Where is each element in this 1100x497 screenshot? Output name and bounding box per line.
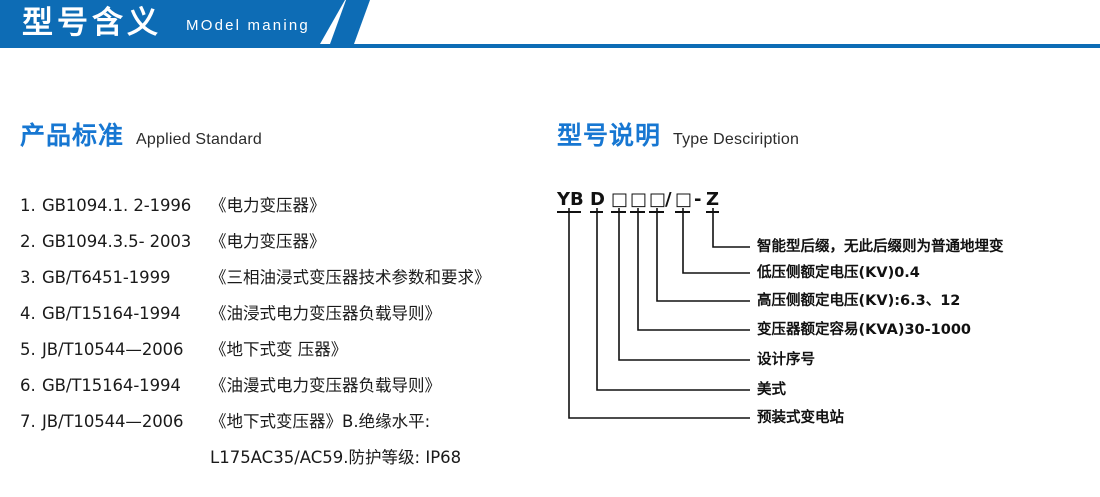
leader-line [637, 212, 750, 331]
banner-background-shape [0, 0, 345, 44]
standard-title: 《电力变压器》 [210, 196, 326, 215]
model-code-glyph: □ [630, 189, 648, 210]
leader-line [596, 212, 750, 391]
model-code-glyph: □ [649, 189, 667, 210]
standard-title: 《油浸式电力变压器负载导则》 [210, 304, 441, 323]
standard-index: 2. [20, 232, 36, 251]
standard-index: 7. [20, 412, 36, 431]
standard-row: 2. GB1094.3.5- 2003 《电力变压器》 [20, 228, 540, 264]
standard-code: GB/T15164-1994 [42, 304, 181, 323]
standard-title: 《油漫式电力变压器负载导则》 [210, 376, 441, 395]
model-code-glyph: YB [557, 189, 584, 210]
banner-subtitle: MOdel maning [186, 17, 310, 34]
model-code-dash: - [694, 189, 702, 210]
standard-index: 3. [20, 268, 36, 287]
section-heading-en: Applied Standard [136, 131, 262, 148]
standard-row: 1. GB1094.1. 2-1996 《电力变压器》 [20, 192, 540, 228]
model-code-glyph: D [590, 189, 605, 210]
leader-line [682, 212, 750, 274]
leader-line [656, 212, 750, 302]
model-code-glyph: □ [675, 189, 693, 210]
leader-line [712, 212, 750, 248]
model-code-description: 智能型后缀，无此后缀则为普通地埋变 [757, 239, 1004, 255]
leader-line [618, 212, 750, 361]
model-code-description: 低压侧额定电压(KV)0.4 [757, 265, 920, 281]
model-code-segment: YB [557, 189, 584, 213]
model-code-glyph: Z [706, 189, 720, 210]
model-code-description: 高压侧额定电压(KV):6.3、12 [757, 293, 961, 309]
banner-title: 型号含义 [22, 5, 162, 41]
standard-index: 1. [20, 196, 36, 215]
standard-continuation-line: L175AC35/AC59.防护等级: IP68 [210, 448, 462, 467]
leader-line [568, 212, 750, 419]
standard-row: 7. JB/T10544—2006 《地下式变压器》B.绝缘水平: [20, 408, 540, 444]
section-heading-type-description: 型号说明 Type Desciription [557, 116, 799, 152]
model-code-description: 美式 [757, 382, 786, 398]
section-heading-cn: 型号说明 [557, 121, 662, 150]
standards-list: 1. GB1094.1. 2-1996 《电力变压器》 2. GB1094.3.5- 2… [20, 192, 540, 480]
standard-title: 《地下式变 压器》 [210, 340, 348, 359]
page-banner: 型号含义 MOdel maning [0, 0, 1100, 48]
standard-row: 4. GB/T15164-1994 《油浸式电力变压器负载导则》 [20, 300, 540, 336]
model-code-underline [611, 211, 626, 213]
standard-row: 3. GB/T6451-1999 《三相油浸式变压器技术参数和要求》 [20, 264, 540, 300]
standard-index: 6. [20, 376, 36, 395]
standard-title: 《地下式变压器》B.绝缘水平: [210, 412, 431, 431]
model-code-underline [706, 211, 719, 213]
model-code-underline [590, 211, 603, 213]
standard-code: GB1094.1. 2-1996 [42, 196, 192, 215]
standard-title: 《电力变压器》 [210, 232, 326, 251]
model-code-description: 变压器额定容易(KVA)30-1000 [757, 322, 972, 338]
section-heading-cn: 产品标准 [20, 121, 125, 150]
model-code-segment: □ [630, 189, 648, 213]
model-code-underline [649, 211, 664, 213]
model-code-glyph: □ [611, 189, 629, 210]
section-heading-en: Type Desciription [673, 131, 800, 148]
banner-rule [0, 44, 1100, 48]
model-code-slash: / [665, 189, 672, 210]
standard-code: GB/T6451-1999 [42, 268, 171, 287]
standard-code: JB/T10544—2006 [42, 340, 184, 359]
standard-title: 《三相油浸式变压器技术参数和要求》 [210, 268, 491, 287]
standard-row: 6. GB/T15164-1994 《油漫式电力变压器负载导则》 [20, 372, 540, 408]
standard-index: 4. [20, 304, 36, 323]
standard-code: GB1094.3.5- 2003 [42, 232, 192, 251]
model-code-segment: Z [706, 190, 719, 213]
model-code-underline [675, 211, 690, 213]
model-code-underline [630, 211, 645, 213]
model-code-description: 预装式变电站 [757, 410, 844, 426]
model-code-underline [557, 211, 581, 213]
standard-code: JB/T10544—2006 [42, 412, 184, 431]
section-heading-applied-standard: 产品标准 Applied Standard [20, 116, 262, 152]
model-code-description: 设计序号 [757, 352, 815, 368]
model-code-segment: □ [611, 189, 629, 213]
model-code-segment: D [590, 189, 605, 213]
standard-index: 5. [20, 340, 36, 359]
model-code-segment: □ [649, 189, 667, 213]
standard-row: 5. JB/T10544—2006 《地下式变 压器》 [20, 336, 540, 372]
standard-code: GB/T15164-1994 [42, 376, 181, 395]
model-code-segment: □ [675, 189, 693, 213]
